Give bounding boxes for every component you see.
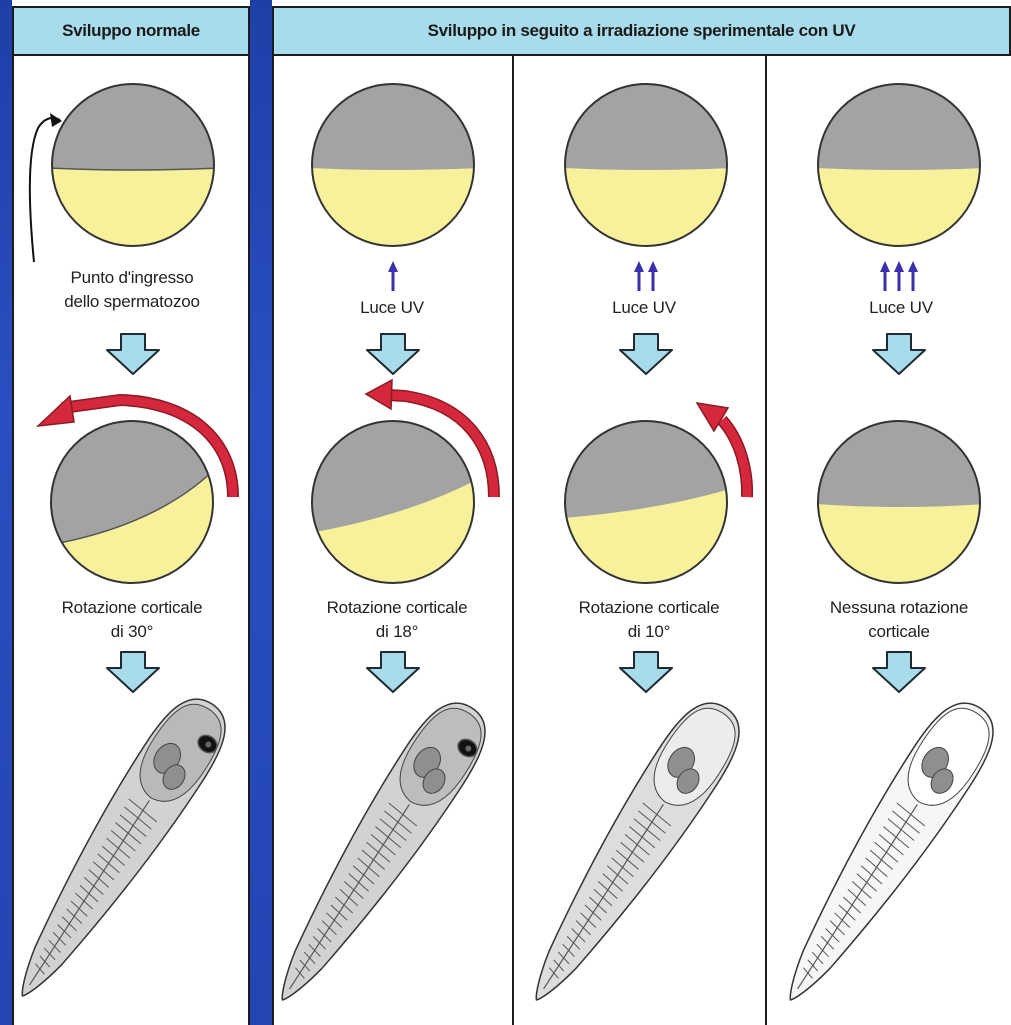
down-arrow-icon bbox=[873, 652, 925, 692]
down-arrow-icon bbox=[367, 652, 419, 692]
egg bbox=[816, 82, 986, 252]
uv-arrow-icon bbox=[634, 261, 644, 291]
rotated-egg bbox=[563, 419, 733, 589]
uv-arrow-icon bbox=[908, 261, 918, 291]
tadpole-embryo-icon bbox=[0, 685, 241, 1014]
tadpole-embryo-icon bbox=[762, 689, 1009, 1018]
tadpole-group bbox=[0, 685, 1009, 1018]
rotated-egg bbox=[816, 419, 986, 589]
down-arrow-icon bbox=[873, 334, 925, 374]
down-arrow-icon bbox=[620, 652, 672, 692]
uv-arrow-group bbox=[388, 261, 918, 291]
tadpole-embryo-icon bbox=[508, 689, 755, 1018]
down-arrow-icon bbox=[367, 334, 419, 374]
tadpole-embryo-icon bbox=[254, 689, 501, 1018]
uv-arrow-icon bbox=[894, 261, 904, 291]
down-arrow-icon bbox=[107, 334, 159, 374]
uv-arrow-icon bbox=[880, 261, 890, 291]
down-arrow-icon bbox=[620, 334, 672, 374]
flow-arrow-group bbox=[107, 334, 925, 692]
egg bbox=[563, 82, 733, 252]
rotated-egg bbox=[49, 419, 219, 589]
down-arrow-icon bbox=[107, 652, 159, 692]
rotated-egg bbox=[310, 419, 480, 589]
arrowhead-icon bbox=[50, 113, 62, 127]
egg bbox=[310, 82, 480, 252]
egg bbox=[50, 82, 220, 252]
uv-arrow-icon bbox=[648, 261, 658, 291]
uv-arrow-icon bbox=[388, 261, 398, 291]
